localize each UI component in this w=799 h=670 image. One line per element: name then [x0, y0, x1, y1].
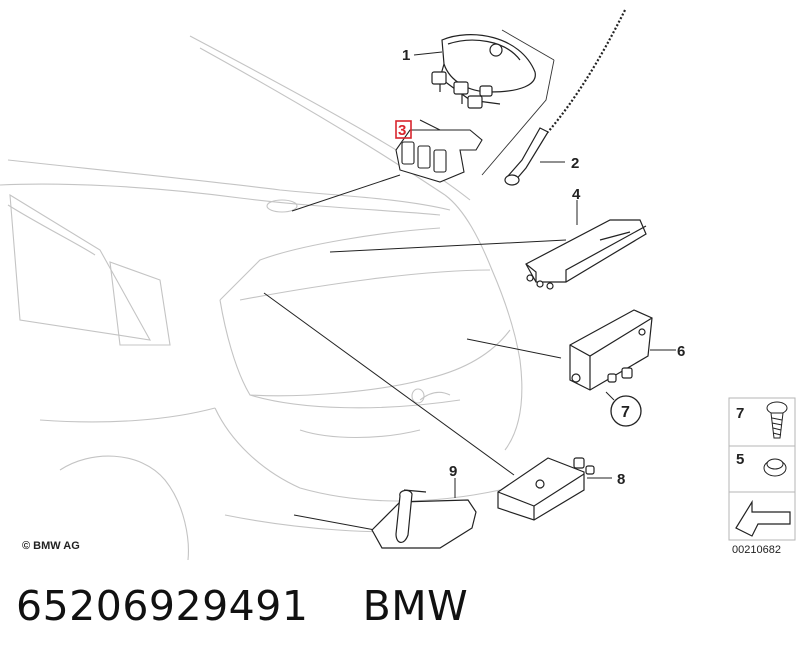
grommet-icon [763, 458, 787, 477]
antenna-bracket [395, 119, 483, 183]
callout-6: 6 [677, 343, 685, 360]
screw-callout-7: 7 [610, 395, 642, 427]
callout-2: 2 [571, 155, 579, 172]
legend-label-5: 5 [736, 451, 744, 468]
rod-antenna [481, 9, 626, 186]
callout-9: 9 [449, 463, 457, 480]
part-number-caption: 65206929491 BMW [16, 582, 469, 630]
antenna-control-unit [497, 457, 595, 521]
callout-8: 8 [617, 471, 625, 488]
screw-icon [766, 401, 788, 439]
tuner-module [569, 309, 653, 391]
document-number: 00210682 [732, 544, 781, 556]
copyright-notice: © BMW AG [22, 540, 80, 552]
callout-3: 3 [398, 122, 406, 139]
callout-1: 1 [402, 47, 410, 64]
callout-7: 7 [621, 404, 630, 421]
callout-labels: 1 2 3 4 6 8 9 [398, 47, 685, 488]
antenna-amplifier [525, 219, 647, 290]
small-parts-legend: 7 5 [728, 397, 796, 541]
roof-antenna-housing [431, 34, 536, 109]
fin-mount-seal [371, 489, 477, 549]
callout-4: 4 [572, 186, 581, 203]
direction-arrow-icon [735, 499, 791, 537]
legend-label-7: 7 [736, 405, 744, 422]
leader-lines [263, 51, 676, 531]
highlight-box-3 [395, 120, 412, 139]
car-outline [0, 35, 523, 561]
